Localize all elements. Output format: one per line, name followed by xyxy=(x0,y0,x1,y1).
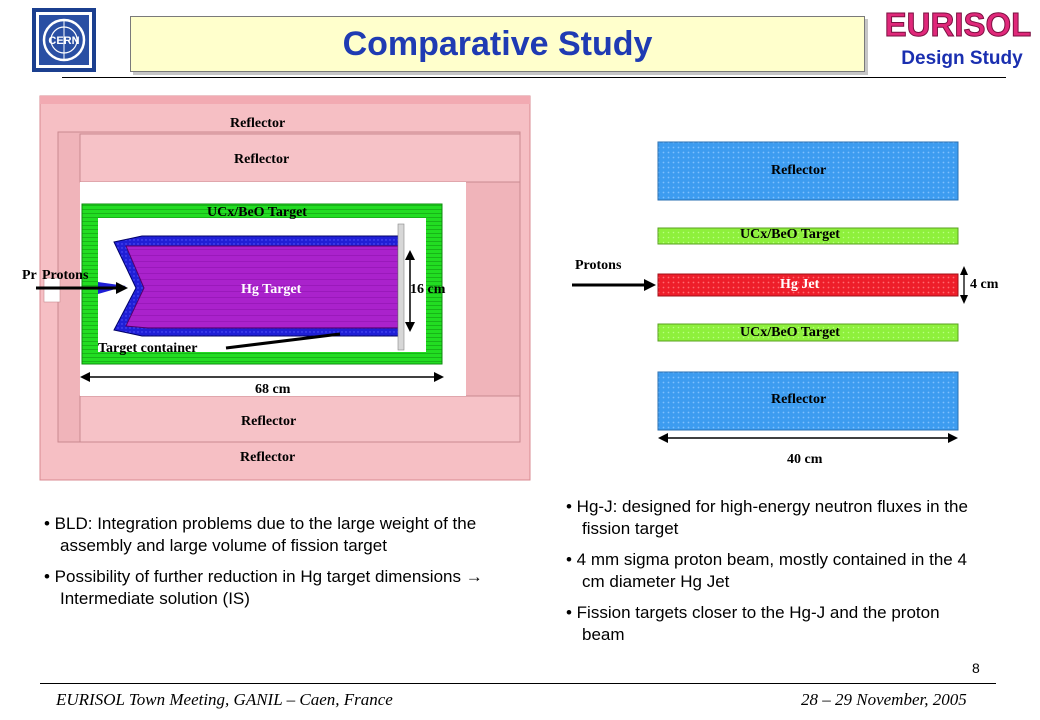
bullet-right-2: • 4 mm sigma proton beam, mostly contain… xyxy=(566,550,967,591)
bullet-left-2: • Possibility of further reduction in Hg… xyxy=(44,567,483,608)
reflector-bottom-block xyxy=(657,371,959,431)
bullets-left: • BLD: Integration problems due to the l… xyxy=(44,513,484,619)
reflector-inner-bottom xyxy=(79,395,521,443)
page-title: Comparative Study xyxy=(342,24,653,63)
hg-jet-diagram xyxy=(572,141,968,443)
reflector-label-top-inner: Reflector xyxy=(234,152,290,167)
ucx-target-label-left: UCx/BeO Target xyxy=(207,205,307,220)
protons-label-left: Protons xyxy=(42,268,89,283)
ucx-bottom-block xyxy=(657,323,959,342)
reflector-label-bottom-outer: Reflector xyxy=(240,450,296,465)
reflector-label-right-bottom: Reflector xyxy=(771,392,827,407)
header-rule xyxy=(62,77,1006,78)
bullet-right-3: • Fission targets closer to the Hg-J and… xyxy=(566,603,940,644)
footer-event: EURISOL Town Meeting, GANIL – Caen, Fran… xyxy=(56,690,393,709)
reflector-top-block xyxy=(657,141,959,201)
ucx-target-label-right-bottom: UCx/BeO Target xyxy=(740,325,840,340)
title-box: Comparative Study xyxy=(130,16,865,72)
protons-label-partial: Pr xyxy=(22,268,37,283)
eurisol-logo-text: EURISOL xyxy=(885,6,1032,43)
footer-date: 28 – 29 November, 2005 xyxy=(801,690,967,709)
reflector-label-bottom-inner: Reflector xyxy=(241,414,297,429)
bld-target-diagram xyxy=(36,95,531,481)
hg-jet-block xyxy=(657,273,959,297)
footer-rule xyxy=(40,683,996,684)
bullet-right-1: • Hg-J: designed for high-energy neutron… xyxy=(566,497,968,538)
bullets-right: • Hg-J: designed for high-energy neutron… xyxy=(566,496,986,655)
hg-jet-label: Hg Jet xyxy=(780,277,820,292)
hg-target-label: Hg Target xyxy=(241,282,302,297)
jet-dimension-label: 4 cm xyxy=(970,277,999,292)
reflector-inner-top xyxy=(79,133,521,183)
width-dimension-label-right: 40 cm xyxy=(787,452,823,467)
width-dimension-label-left: 68 cm xyxy=(255,382,291,397)
reflector-label-right-top: Reflector xyxy=(771,163,827,178)
cern-logo-text: CERN xyxy=(48,35,79,47)
ucx-target-label-right-top: UCx/BeO Target xyxy=(740,227,840,242)
eurisol-logo: EURISOL Design Study xyxy=(884,6,1032,69)
ucx-top-block xyxy=(657,227,959,245)
hg-target-shape xyxy=(125,245,399,329)
protons-label-right: Protons xyxy=(575,258,622,273)
page-number: 8 xyxy=(972,660,980,676)
bullet-left-1: • BLD: Integration problems due to the l… xyxy=(44,514,477,555)
height-dimension-label: 16 cm xyxy=(410,282,446,297)
target-container-label: Target container xyxy=(98,341,198,356)
cern-logo: CERN xyxy=(32,8,96,72)
design-study-text: Design Study xyxy=(901,48,1023,69)
reflector-label-top-outer: Reflector xyxy=(230,116,286,131)
